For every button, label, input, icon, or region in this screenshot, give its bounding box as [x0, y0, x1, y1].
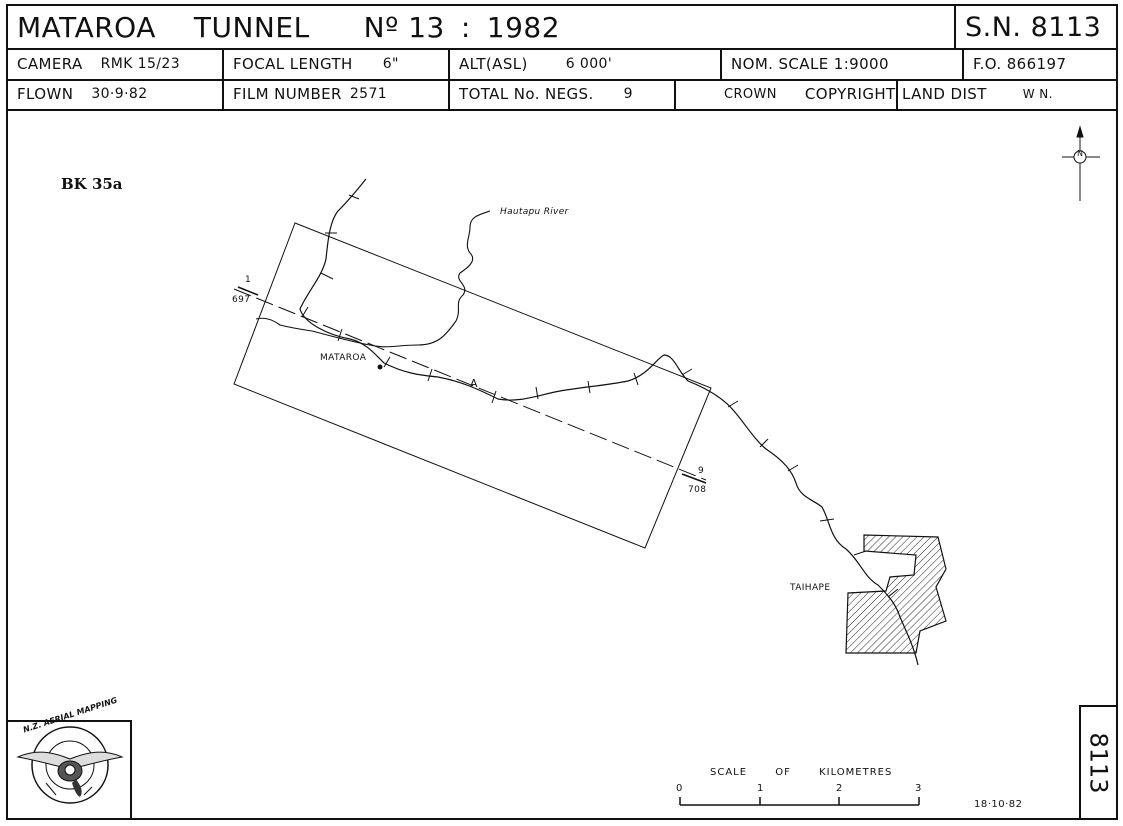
scale-tick-0: 0 — [676, 783, 683, 794]
mataroa-station-dot — [377, 364, 383, 370]
scale-word-3: KILOMETRES — [819, 767, 893, 778]
film-label: FILM NUMBER — [233, 85, 342, 103]
taihape-label: TAIHAPE — [790, 583, 831, 593]
header-title-row: MATAROA TUNNEL Nº 13 : 1982 S.N. 8113 — [8, 6, 1116, 50]
title-feature: TUNNEL — [193, 10, 310, 44]
issue-date: 18·10·82 — [974, 799, 1023, 810]
flight-order: F.O. 866197 — [962, 48, 1116, 79]
alt-value: 6 000' — [565, 55, 613, 72]
north-arrow-icon — [1062, 125, 1100, 201]
scale-word-1: SCALE — [710, 767, 748, 778]
focal-length-cell: FOCAL LENGTH 6" — [222, 48, 448, 79]
film-value: 2571 — [349, 86, 388, 102]
camera-cell: CAMERA RMK 15/23 — [8, 48, 222, 79]
altitude-cell: ALT(ASL) 6 000' — [448, 48, 720, 79]
serial-box: 8113 — [1079, 705, 1118, 820]
scale-title: SCALE OF KILOMETRES — [710, 767, 916, 778]
flown-cell: FLOWN 30·9·82 — [8, 79, 222, 109]
nz-aerial-mapping-logo — [16, 726, 124, 804]
focal-value: 6" — [382, 55, 399, 72]
land-label: LAND DIST — [902, 85, 987, 103]
serial-number: S.N. 8113 — [954, 6, 1116, 48]
mataroa-label: MATAROA — [320, 353, 367, 363]
map-drawing — [16, 125, 1100, 806]
taihape-town-area — [845, 534, 947, 654]
alt-label: ALT(ASL) — [459, 54, 528, 73]
title-year: 1982 — [486, 10, 561, 44]
hautapu-river — [255, 210, 491, 348]
crown-copyright-cell: CROWN COPYRIGHT — [674, 79, 896, 109]
scale-tick-2: 2 — [836, 783, 843, 794]
railway-ticks — [301, 194, 899, 598]
land-district-cell: LAND DIST W N. — [896, 79, 1116, 109]
scale-tick-1: 1 — [757, 783, 764, 794]
flown-value: 30·9·82 — [91, 86, 148, 102]
camera-label: CAMERA — [17, 54, 83, 73]
sheet-id-label: BK 35a — [61, 175, 123, 193]
flight-line-end-tick — [681, 473, 707, 484]
film-number-cell: FILM NUMBER 2571 — [222, 79, 448, 109]
negs-label: TOTAL No. NEGS. — [459, 85, 594, 103]
flight-line — [233, 288, 707, 481]
serial-vertical: 8113 — [1084, 731, 1113, 794]
copyright-text: COPYRIGHT — [804, 85, 896, 103]
nominal-scale: NOM. SCALE 1:9000 — [720, 48, 962, 79]
negs-value: 9 — [623, 86, 633, 102]
negatives-cell: TOTAL No. NEGS. 9 — [448, 79, 674, 109]
run-marker-label: A — [470, 377, 478, 390]
flown-label: FLOWN — [17, 85, 74, 103]
title-separator: : — [460, 10, 471, 44]
logo-box: N.Z. AERIAL MAPPING — [6, 696, 132, 820]
sheet-title: MATAROA TUNNEL Nº 13 : 1982 — [8, 6, 954, 48]
focal-label: FOCAL LENGTH — [233, 54, 353, 73]
title-place: MATAROA — [17, 10, 156, 44]
scale-word-2: OF — [775, 767, 791, 778]
scale-tick-3: 3 — [915, 783, 922, 794]
camera-value: RMK 15/23 — [100, 55, 181, 72]
map-sheet: MATAROA TUNNEL Nº 13 : 1982 S.N. 8113 CA… — [6, 4, 1118, 820]
header-row-3: FLOWN 30·9·82 FILM NUMBER 2571 TOTAL No.… — [8, 79, 1116, 111]
north-label: N — [1077, 149, 1084, 158]
title-number: Nº 13 — [363, 10, 445, 44]
land-value: W N. — [1022, 87, 1053, 101]
scale-bar — [679, 797, 920, 806]
end-film-label: 708 — [688, 485, 707, 495]
flight-line-start-tick — [237, 286, 259, 296]
header-row-2: CAMERA RMK 15/23 FOCAL LENGTH 6" ALT(ASL… — [8, 48, 1116, 81]
crown-text: CROWN — [724, 86, 777, 102]
map-area: BK 35a Hautapu River MATAROA TAIHAPE A 1… — [6, 109, 1118, 820]
start-film-label: 697 — [232, 295, 251, 305]
photo-coverage-frame — [233, 222, 712, 549]
river-label: Hautapu River — [500, 207, 569, 217]
start-frame-label: 1 — [245, 275, 252, 285]
end-frame-label: 9 — [698, 466, 705, 476]
